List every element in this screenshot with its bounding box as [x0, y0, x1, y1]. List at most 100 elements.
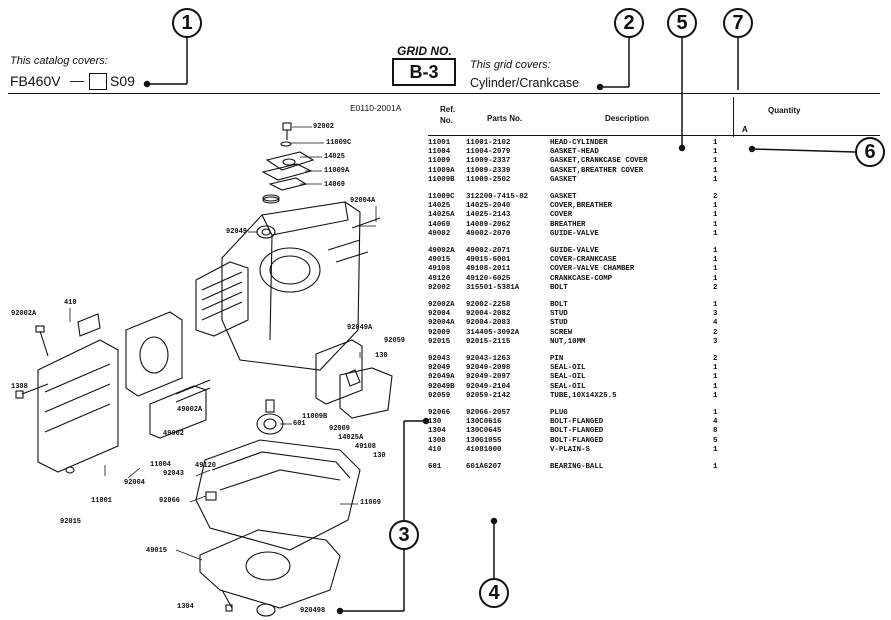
callout-1: 1: [172, 8, 202, 38]
quantity-cell: 4: [713, 319, 718, 328]
label-1304: 1304: [177, 603, 194, 611]
catalog-covers-label: This catalog covers:: [10, 55, 108, 67]
quantity-cell: 3: [713, 337, 718, 346]
description-cell: GASKET: [550, 175, 577, 184]
parts-no-cell: 41081000: [466, 445, 502, 454]
quantity-cell: 1: [713, 256, 718, 265]
col-parts-header: Parts No.: [487, 114, 523, 123]
label-49002: 49002: [163, 430, 185, 438]
quantity-cell: 1: [713, 274, 718, 283]
grid-number: B-3: [409, 61, 439, 82]
dash: —: [70, 72, 84, 88]
parts-no-cell: 14025-2040: [466, 202, 511, 211]
label-92009: 92009: [329, 425, 351, 433]
quantity-cell: 3: [713, 310, 718, 319]
grid-covers-label: This grid covers:: [470, 59, 551, 71]
label-92002: 92002: [313, 123, 335, 131]
qty-divider: [733, 97, 734, 137]
ref-no-cell: 49002: [428, 229, 451, 238]
quantity-cell: 1: [713, 202, 718, 211]
description-cell: GASKET: [550, 193, 577, 202]
description-cell: PIN: [550, 355, 564, 364]
quantity-cell: 1: [713, 373, 718, 382]
parts-no-cell: 49002-2070: [466, 229, 511, 238]
label-14069: 14069: [324, 181, 346, 189]
description-cell: TUBE,10X14X25.5: [550, 391, 617, 400]
description-cell: SEAL-OIL: [550, 364, 586, 373]
ref-no-cell: 92059: [428, 391, 451, 400]
col-qty-sub: A: [742, 125, 748, 134]
ref-no-cell: 49120: [428, 274, 451, 283]
parts-no-cell: 49108-2011: [466, 265, 511, 274]
quantity-cell: 2: [713, 328, 718, 337]
quantity-cell: 1: [713, 265, 718, 274]
description-cell: BOLT-FLANGED: [550, 427, 604, 436]
callout-7: 7: [723, 8, 753, 38]
ref-no-cell: 49108: [428, 265, 451, 274]
parts-no-cell: 92043-1263: [466, 355, 511, 364]
parts-no-cell: 92066-2057: [466, 409, 511, 418]
parts-no-cell: 49120-6025: [466, 274, 511, 283]
ref-no-cell: 14069: [428, 220, 451, 229]
ref-no-cell: 601: [428, 463, 442, 472]
label-92004: 92004: [124, 479, 146, 487]
parts-no-cell: 11001-2102: [466, 139, 511, 147]
ref-no-cell: 130: [428, 418, 442, 427]
label-49015: 49015: [146, 547, 168, 555]
quantity-cell: 1: [713, 364, 718, 373]
table-row: 92049A 92049-2097 SEAL-OIL 1: [428, 373, 733, 382]
parts-no-cell: 92049-2097: [466, 373, 511, 382]
label-49120: 49120: [195, 462, 217, 470]
description-cell: GUIDE-VALVE: [550, 229, 599, 238]
description-cell: SEAL-OIL: [550, 382, 586, 391]
quantity-cell: 1: [713, 301, 718, 310]
table-row: 49108 49108-2011 COVER-VALVE CHAMBER 1: [428, 265, 733, 274]
suffix-box: [89, 73, 107, 90]
ref-no-cell: 410: [428, 445, 442, 454]
quantity-cell: 1: [713, 139, 718, 147]
label-92049: 92049: [226, 228, 248, 236]
description-cell: BOLT: [550, 283, 568, 292]
label-92066: 92066: [159, 497, 181, 505]
description-cell: BEARING-BALL: [550, 463, 604, 472]
label-92004a: 92004A: [350, 197, 376, 205]
description-cell: COVER-VALVE CHAMBER: [550, 265, 635, 274]
label-92059: 92059: [384, 337, 406, 345]
ref-no-cell: 92049A: [428, 373, 455, 382]
ref-no-cell: 1308: [428, 436, 446, 445]
label-601: 601: [293, 420, 306, 428]
parts-no-cell: 49002-2071: [466, 247, 511, 256]
parts-no-cell: 14089-2062: [466, 220, 511, 229]
ref-no-cell: 11009: [428, 157, 451, 166]
callout-2: 2: [614, 8, 644, 38]
quantity-cell: 2: [713, 193, 718, 202]
ref-no-cell: 11004: [428, 148, 451, 157]
description-cell: SEAL-OIL: [550, 373, 586, 382]
ref-no-cell: 14025A: [428, 211, 455, 220]
description-cell: BOLT-FLANGED: [550, 436, 604, 445]
parts-no-cell: 92049-2098: [466, 364, 511, 373]
label-11001: 11001: [91, 497, 113, 505]
ref-no-cell: 92009: [428, 328, 451, 337]
parts-no-cell: 92059-2142: [466, 391, 511, 400]
quantity-cell: 1: [713, 175, 718, 184]
col-ref-header: Ref. No.: [440, 105, 456, 125]
callout-6: 6: [855, 137, 885, 167]
ref-no-cell: 92004: [428, 310, 451, 319]
ref-no-cell: 92002: [428, 283, 451, 292]
